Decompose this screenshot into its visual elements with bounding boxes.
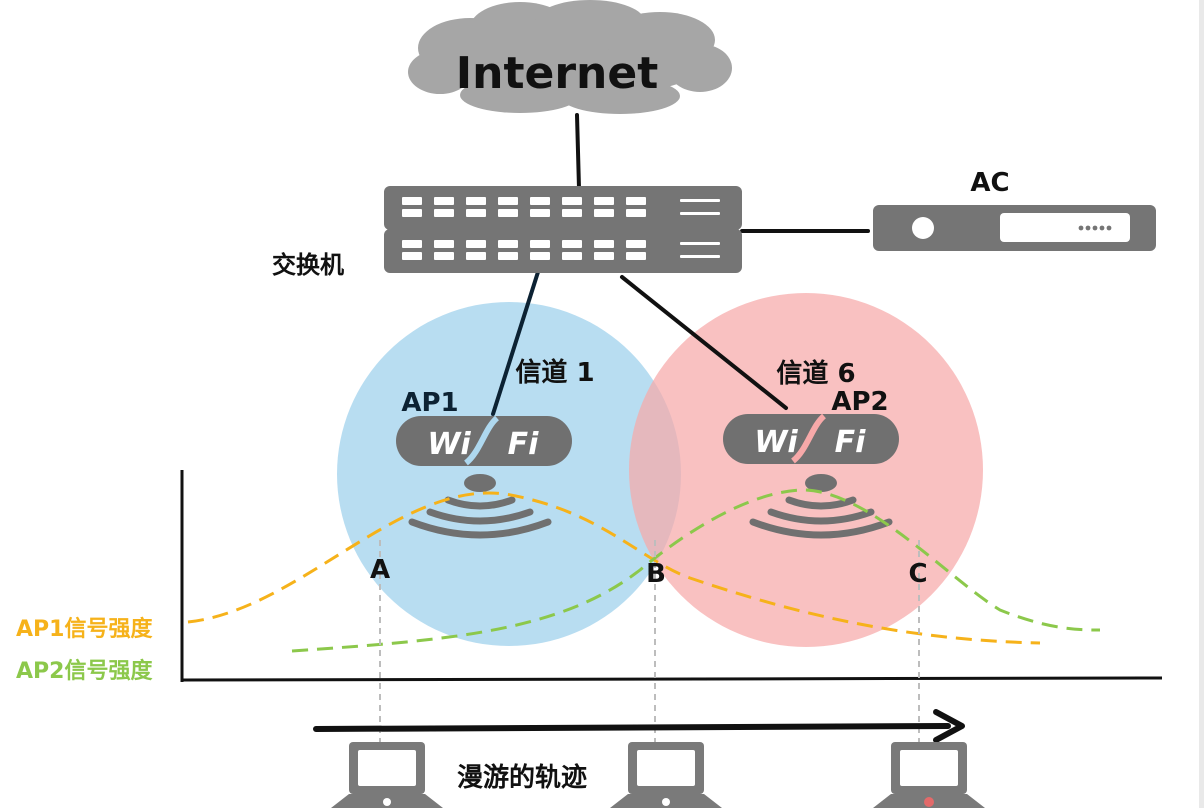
ap2-signal-waves (749, 496, 893, 539)
switch-port (530, 240, 550, 248)
switch-port (402, 252, 422, 260)
connection-lines (575, 113, 870, 233)
ac-power-led (912, 217, 934, 239)
switch-port (402, 209, 422, 217)
ap1-wifi-right: Fi (508, 427, 539, 462)
switch-port (594, 240, 614, 248)
internet-cloud: Internet (408, 0, 732, 114)
ap1-signal-waves (408, 496, 552, 539)
switch-port (498, 240, 518, 248)
ap1-wifi-left: Wi (427, 427, 471, 462)
ap1-signal-legend: AP1信号强度 (16, 616, 153, 642)
ap-links (491, 270, 788, 416)
switch-lower-unit (384, 229, 742, 273)
point-b-label: B (646, 559, 666, 589)
roaming-arrow (313, 709, 965, 743)
switch-port (498, 197, 518, 205)
internet-switch-link (575, 113, 581, 190)
switch-port (530, 209, 550, 217)
switch-port (594, 252, 614, 260)
ac-panel (1000, 213, 1130, 242)
point-c-label: C (908, 559, 927, 589)
ap2-signal-curve (291, 488, 1101, 653)
ap2-antenna-dot (805, 474, 837, 492)
switch-port (626, 197, 646, 205)
switch-port (434, 252, 454, 260)
switch-port (594, 197, 614, 205)
ap2-label: AP2 (831, 387, 888, 417)
coverage-areas (337, 293, 983, 647)
switch-port (562, 252, 582, 260)
switch-port (530, 197, 550, 205)
ap2-wifi-right: Fi (835, 425, 866, 460)
switch-port (562, 240, 582, 248)
roaming-label: 漫游的轨迹 (457, 762, 587, 793)
switch-port (498, 252, 518, 260)
switch-port (626, 240, 646, 248)
switch-port (466, 209, 486, 217)
switch-port (434, 240, 454, 248)
ap1-coverage (337, 302, 681, 646)
switch-label: 交换机 (272, 251, 344, 279)
switch-port (626, 209, 646, 217)
switch-port (530, 252, 550, 260)
switch-port (594, 209, 614, 217)
switch-upper-unit (384, 186, 742, 230)
ac-device (873, 205, 1156, 251)
ap2-channel-label: 信道 6 (776, 358, 855, 389)
laptop-a-icon (331, 742, 443, 808)
ap1-wifi-icon: Wi Fi (396, 415, 572, 539)
position-guides (379, 540, 920, 745)
internet-label: Internet (456, 48, 658, 99)
ap2-wifi-icon: Wi Fi (723, 413, 899, 539)
ap2-signal-legend: AP2信号强度 (16, 658, 153, 684)
switch-ap1-link (491, 270, 540, 416)
switch-port (402, 197, 422, 205)
switch-indicators (680, 199, 720, 258)
switch-port (434, 197, 454, 205)
switch-port (498, 209, 518, 217)
ap1-label: AP1 (401, 388, 458, 418)
switch-port (562, 197, 582, 205)
switch-ports (402, 197, 646, 260)
switch-port (402, 240, 422, 248)
switch-port (626, 252, 646, 260)
ap1-antenna-dot (464, 474, 496, 492)
ap1-signal-curve (187, 491, 1041, 645)
ap1-channel-label: 信道 1 (515, 357, 594, 388)
ap2-wifi-left: Wi (754, 425, 798, 460)
switch-ap2-link (620, 275, 788, 410)
laptop-b-icon (610, 742, 722, 808)
x-axis (180, 676, 1163, 682)
signal-axes (180, 470, 1163, 682)
ap2-coverage (629, 293, 983, 647)
ac-label: AC (970, 168, 1009, 198)
switch-port (466, 240, 486, 248)
switch-port (466, 197, 486, 205)
switch-port (466, 252, 486, 260)
switch-port (434, 209, 454, 217)
switch-port (562, 209, 582, 217)
point-a-label: A (370, 555, 390, 585)
laptop-c-icon (873, 742, 985, 808)
switch-device (384, 186, 742, 273)
page-edge (1199, 0, 1204, 808)
